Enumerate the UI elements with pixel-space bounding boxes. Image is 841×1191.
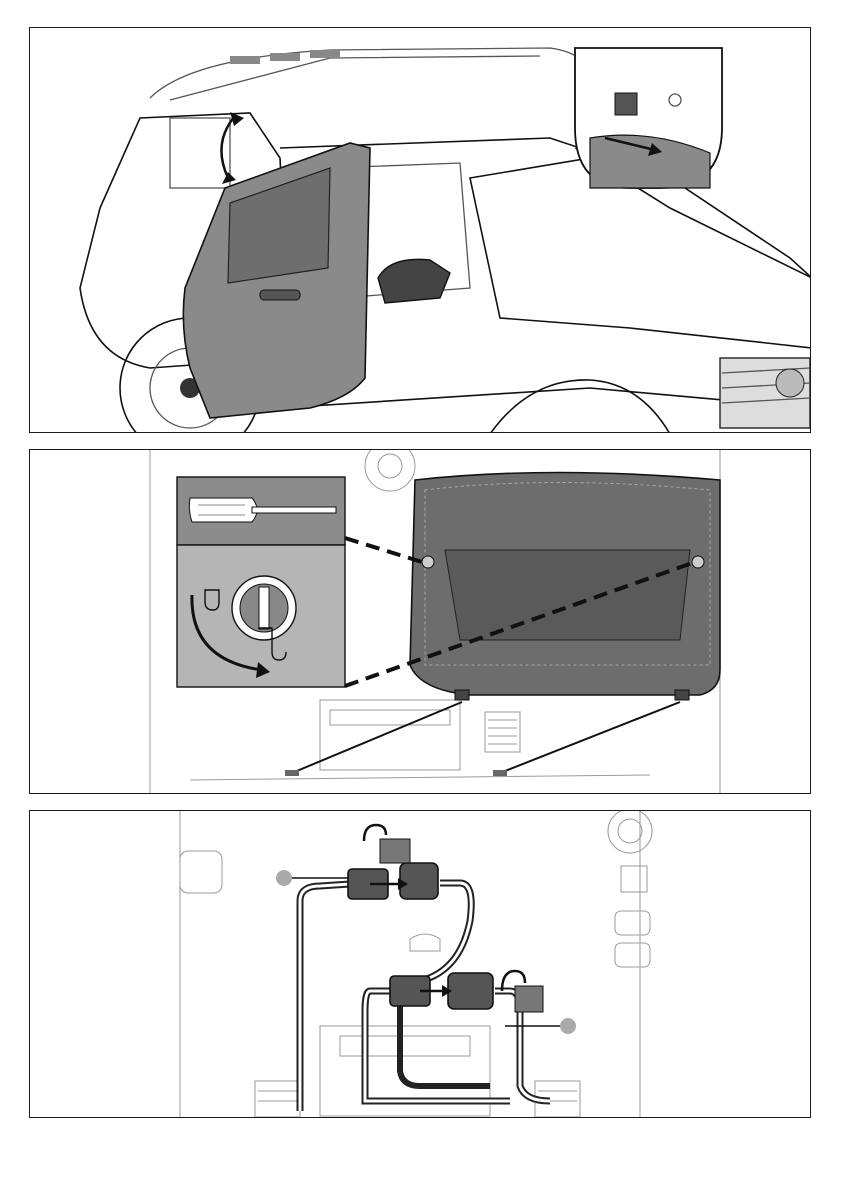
wiring-illustration (30, 811, 811, 1118)
side-mirror (378, 259, 450, 303)
left-vent (255, 1081, 300, 1117)
callout-dot-lower (560, 1018, 576, 1034)
step-door-removal-panel (29, 27, 811, 433)
seat-tab-left (455, 690, 469, 700)
wire-upper-left (300, 883, 365, 1111)
seat-removal-illustration (30, 450, 811, 794)
side-switch (615, 943, 650, 967)
screw-guide-left (345, 538, 422, 562)
upper-connector-female (400, 863, 438, 899)
steering-wheel (365, 450, 415, 491)
upper-tag (380, 839, 410, 863)
lift-arrow-curve (221, 116, 235, 178)
slot-arrow-right (500, 702, 680, 773)
door-removal-illustration (30, 28, 811, 433)
door-handle (260, 290, 300, 300)
car-roof-outline (150, 48, 610, 123)
screwdriver-shaft (252, 507, 336, 513)
cup-holder (608, 811, 652, 853)
lower-connector-female (448, 973, 493, 1009)
roof-slat (270, 53, 300, 61)
seat-screw-left (422, 556, 434, 568)
detached-door (183, 143, 370, 418)
switch-housing (621, 866, 647, 892)
side-switch (615, 911, 650, 935)
callout-dot-upper (276, 870, 292, 886)
seat-tab-right (675, 690, 689, 700)
slot-right (493, 770, 507, 776)
vent-grille (485, 712, 520, 752)
door-pocket (180, 851, 222, 893)
floor-edge (190, 775, 650, 780)
step-seat-removal-panel (29, 449, 811, 794)
seat-cushion (445, 550, 690, 640)
hinge-pin (615, 93, 637, 115)
step-wiring-connection-panel (29, 810, 811, 1118)
roof-slat (310, 50, 340, 58)
slot-left (285, 770, 299, 776)
screwdriver-handle (189, 498, 257, 522)
seat-screw-right (692, 556, 704, 568)
lower-tag (515, 986, 543, 1012)
front-emblem (776, 369, 804, 397)
lift-arrow-tail (222, 172, 236, 184)
roof-slat (230, 56, 260, 64)
center-hook (410, 934, 440, 951)
roof-rail (170, 56, 540, 100)
slot-arrow-left (292, 702, 462, 773)
lock-slot (259, 587, 269, 629)
